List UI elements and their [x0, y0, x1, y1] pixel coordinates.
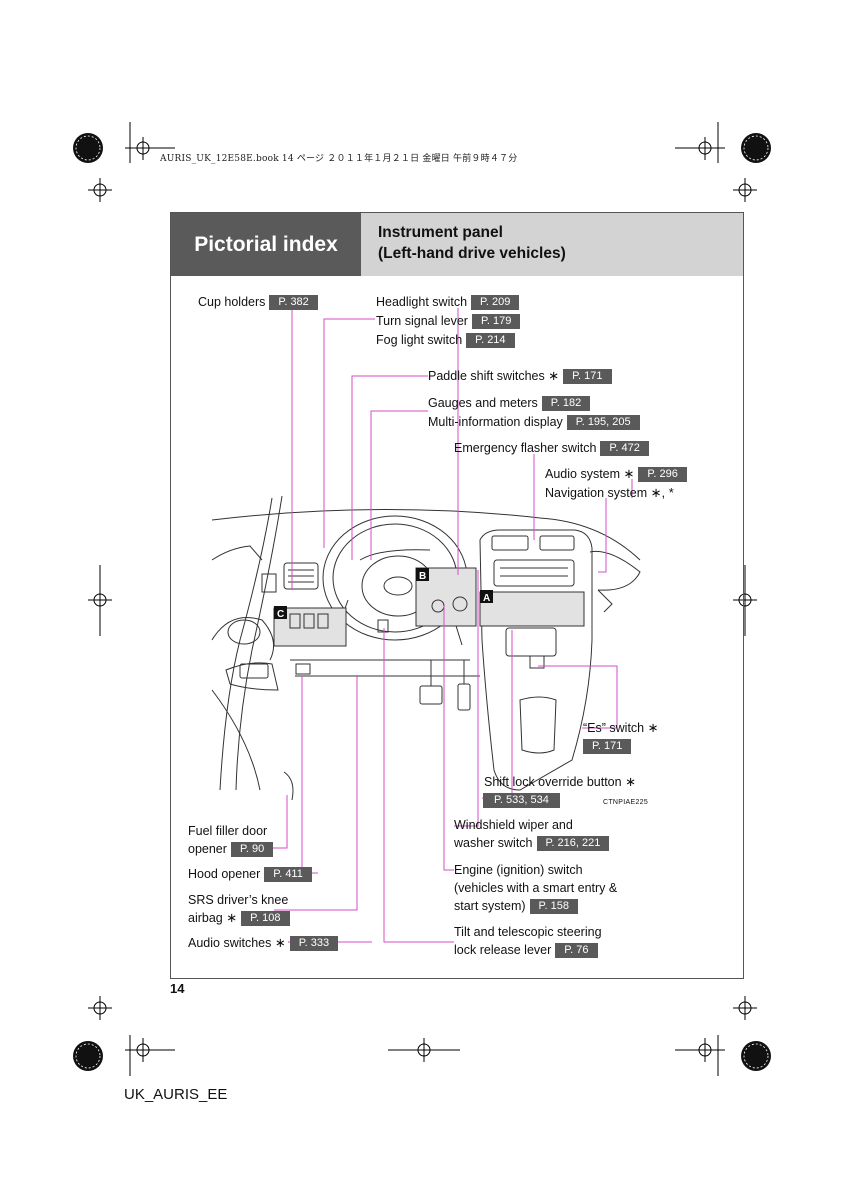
hood-text: Hood opener — [188, 867, 261, 881]
tilt-text: lock release lever — [454, 943, 552, 957]
print-header: AURIS_UK_12E58E.book 14 ページ ２０１１年１月２１日 金… — [160, 154, 518, 164]
multi-info-text: Multi-information display — [428, 415, 563, 429]
shift-lock-label: Shift lock override button ∗ — [484, 774, 636, 789]
cup-holders-text: Cup holders — [198, 295, 266, 309]
footer-code: UK_AURIS_EE — [124, 1086, 228, 1103]
emergency-page[interactable]: P. 472 — [600, 441, 649, 456]
gauges-page[interactable]: P. 182 — [541, 396, 591, 411]
subtitle: Instrument panel (Left-hand drive vehicl… — [361, 213, 743, 276]
hood-page[interactable]: P. 411 — [264, 867, 312, 882]
engine-line-1: Engine (ignition) switch — [454, 863, 583, 877]
shift-lock-page[interactable]: P. 533, 534 — [483, 793, 560, 808]
image-code: CTNPIAE225 — [603, 799, 649, 806]
cup-holders-page[interactable]: P. 382 — [269, 295, 318, 310]
paddle-page[interactable]: P. 171 — [563, 369, 612, 384]
page-number: 14 — [170, 981, 185, 996]
es-switch-text: “Es” switch — [583, 721, 645, 735]
section-title: Pictorial index — [171, 213, 361, 276]
fuel-line-1: Fuel filler door — [188, 824, 268, 838]
audio-system-page[interactable]: P. 296 — [638, 467, 687, 482]
es-switch-page-row: P. 171 — [579, 738, 632, 754]
shift-lock-text: Shift lock override button — [484, 775, 622, 789]
paddle-label: Paddle shift switches ∗P. 171 — [428, 368, 612, 384]
subtitle-line-1: Instrument panel — [378, 224, 503, 241]
fuel-page[interactable]: P. 90 — [230, 842, 274, 857]
srs-text: airbag — [188, 911, 223, 925]
engine-label: start system)P. 158 — [454, 898, 578, 914]
engine-text: start system) — [454, 899, 526, 913]
engine-page[interactable]: P. 158 — [529, 899, 578, 914]
wiper-page[interactable]: P. 216, 221 — [536, 836, 610, 851]
tilt-line-1: Tilt and telescopic steering — [454, 925, 602, 939]
audio-system-label: Audio system ∗P. 296 — [545, 466, 687, 482]
fog-light-text: Fog light switch — [376, 333, 463, 347]
audio-switches-label: Audio switches ∗P. 333 — [188, 935, 339, 951]
headlight-text: Headlight switch — [376, 295, 468, 309]
es-switch-page[interactable]: P. 171 — [583, 739, 632, 754]
fuel-text: opener — [188, 842, 227, 856]
fog-light-page[interactable]: P. 214 — [466, 333, 515, 348]
callout-a: A — [483, 593, 490, 604]
turn-signal-page[interactable]: P. 179 — [471, 314, 521, 329]
navigation-label: Navigation system ∗, * — [545, 485, 674, 500]
headlight-page[interactable]: P. 209 — [471, 295, 520, 310]
turn-signal-text: Turn signal lever — [376, 314, 468, 328]
callout-c: C — [277, 609, 284, 620]
callout-b: B — [419, 571, 426, 582]
wiper-line-1: Windshield wiper and — [454, 818, 573, 832]
tilt-page[interactable]: P. 76 — [555, 943, 598, 958]
multi-info-page[interactable]: P. 195, 205 — [566, 415, 640, 430]
shift-lock-page-row: P. 533, 534 — [479, 792, 560, 808]
wiper-text: washer switch — [454, 836, 533, 850]
gauges-text: Gauges and meters — [428, 396, 538, 410]
content-frame — [170, 212, 744, 979]
audio-switches-page[interactable]: P. 333 — [289, 936, 339, 951]
srs-line-1: SRS driver’s knee — [188, 893, 289, 907]
engine-line-2: (vehicles with a smart entry & — [454, 881, 618, 895]
audio-switches-text: Audio switches — [188, 936, 272, 950]
audio-system-text: Audio system — [545, 467, 621, 481]
srs-page[interactable]: P. 108 — [241, 911, 290, 926]
navigation-text: Navigation system — [545, 486, 648, 500]
emergency-text: Emergency flasher switch — [454, 441, 597, 455]
subtitle-line-2: (Left-hand drive vehicles) — [378, 245, 566, 262]
srs-label: airbag ∗P. 108 — [188, 910, 290, 926]
es-switch-label: “Es” switch ∗ — [583, 720, 659, 735]
paddle-text: Paddle shift switches — [428, 369, 545, 383]
